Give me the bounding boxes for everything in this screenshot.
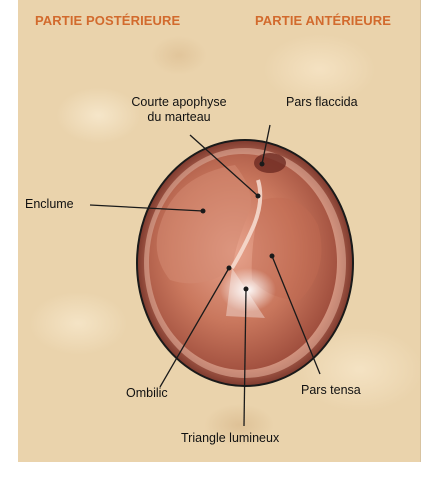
label-triangle-lumineux: Triangle lumineux bbox=[181, 431, 279, 446]
label-pars-flaccida: Pars flaccida bbox=[286, 95, 358, 110]
label-pars-tensa: Pars tensa bbox=[301, 383, 361, 398]
label-ombilic: Ombilic bbox=[126, 386, 168, 401]
label-enclume: Enclume bbox=[25, 197, 74, 212]
tympanic-membrane bbox=[149, 153, 337, 370]
label-courte-apophyse: Courte apophyse du marteau bbox=[104, 95, 254, 125]
